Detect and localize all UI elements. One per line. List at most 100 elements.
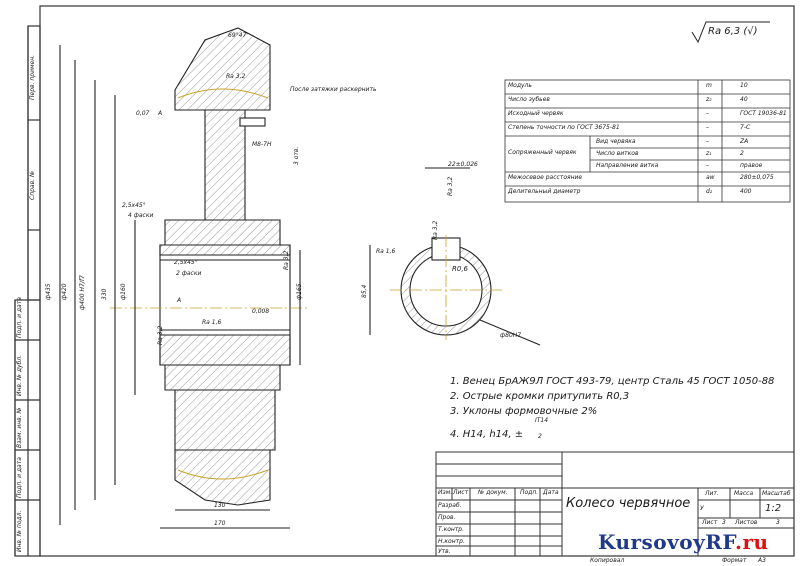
chamfer-outer: 2,5х45° [122,202,146,209]
params-row-name: Исходный червяк [508,110,564,117]
params-table-lines [504,79,791,203]
side-inv-podl: Инв. № подл. [16,510,23,552]
params-row-value: 40 [740,96,748,103]
datum-ref-top: А [158,110,163,117]
watermark-tld: .ru [735,530,769,554]
dim-130: 130 [214,502,226,509]
params-row-name: Модуль [508,82,532,89]
params-row-name: Вид червяка [596,138,636,145]
tb-col-sign: Подп. [520,489,539,496]
params-group-label: Сопряженный червяк [508,149,577,156]
params-row-name: Число витков [596,150,639,157]
flatness-value: 0,008 [252,308,270,315]
thread-holes: 3 отв. [293,146,300,165]
tb-razrab: Разраб. [438,502,462,509]
side-podp-data1: Подп. и дата [16,297,23,338]
dim-330: 330 [101,288,108,300]
chamfer-inner-count: 2 фаски [176,270,202,277]
watermark-logo[interactable]: KursovoyRF.ru [598,530,769,554]
datum-a: А [177,297,182,304]
params-row-symbol: – [706,138,709,145]
dim-diam-160: ф160 [120,283,127,300]
note-2: 2. Острые кромки притупить R0,3 [450,391,630,402]
dim-diam-400: ф400 H7/f7 [79,275,86,310]
tb-prov: Пров. [438,514,456,521]
side-vzam-inv: Взам. инв. № [16,407,23,448]
params-row-value: 10 [740,82,748,89]
params-row-value: 280±0,075 [740,174,774,181]
roughness-label: Ra 6,3 (√) [708,26,758,37]
params-row-value: правое [740,162,763,169]
tooth-roughness: Ra 3,2 [226,73,246,80]
tb-nkontr: Н.контр. [438,538,465,545]
tb-sheet-no: 3 [722,519,726,526]
watermark-brand: KursovoyRF [598,530,736,554]
tb-scale-header: Масштаб [762,490,791,497]
tb-utv: Утв. [438,548,451,555]
note-4: 4. Н14, h14, ± [450,429,524,440]
ra-hub: Ra 1,6 [202,319,222,326]
tb-tkontr: Т.контр. [438,526,465,533]
note-1: 1. Венец БрАЖ9Л ГОСТ 493-79, центр Сталь… [450,376,775,387]
tb-col-list: Лист [453,489,469,496]
params-row-name: Направление витка [596,162,659,169]
section-ra-b: Ra 3,2 [432,220,439,240]
params-row-value: 2 [740,150,744,157]
tb-format-val: А3 [758,557,766,564]
tb-lit: Лит. [705,490,719,497]
params-row-symbol: – [706,162,709,169]
tb-copied: Копировал [590,557,625,564]
tb-sheets: Листов [735,519,758,526]
angle-top: 69°47' [228,32,248,39]
tb-format: Формат [722,557,747,564]
params-row-symbol: m [706,82,712,89]
dim-diam-420: ф420 [61,283,68,300]
section-854: 85,4 [361,284,368,298]
tb-scale: 1:2 [765,503,782,514]
tb-sheets-no: 3 [776,519,780,526]
params-row-symbol: z₁ [706,150,712,157]
params-row-name: Число зубьев [508,96,550,103]
tb-col-izm: Изм. [438,489,453,496]
section-diameter: ф80H7 [500,332,522,339]
params-row-value: ZA [740,138,749,145]
params-row-symbol: d₂ [706,188,713,195]
side-perv-primen: Перв. примен. [29,54,36,100]
dim-diam-435: ф435 [45,283,52,300]
tb-col-doc: № докум. [478,489,508,496]
tb-mass: Масса [734,490,754,497]
keyway-section [369,167,541,346]
params-row-name: Делительный диаметр [508,188,581,195]
note-4-frac-bottom: 2 [538,433,542,440]
params-row-symbol: aw [706,174,715,181]
tb-stage: У [700,505,704,512]
key-width: 22±0,026 [448,161,478,168]
drawing-title: Колесо червячное [566,496,691,511]
params-row-symbol: – [706,110,709,117]
params-row-value: ГОСТ 19036-81 [740,110,787,117]
note-4-frac-top: IT14 [535,417,549,424]
dim-170: 170 [214,520,226,527]
section-ra: Ra 3,2 [447,176,454,196]
params-row-name: Степень точности по ГОСТ 3675-81 [508,124,620,131]
params-row-value: 7-С [740,124,751,131]
section-ra16: Ra 1,6 [376,248,396,255]
params-row-name: Межосевое расстояние [508,174,583,181]
side-podp-data2: Подп. и дата [16,457,23,498]
ra-32-left: Ra 3,2 [157,325,164,345]
chamfer-outer-count: 4 фаски [128,212,154,219]
runout-frame: 0,07 [136,110,150,117]
side-sprav: Справ. № [29,170,36,200]
ra-32-right: Ra 3,2 [283,250,290,270]
section-r06: R0,6 [452,265,468,273]
pinning-note: После затяжки раскернить [290,86,377,93]
side-inv-dubl: Инв. № дубл. [16,354,23,396]
params-row-symbol: – [706,124,709,131]
thread-spec: М8-7Н [252,141,272,148]
title-block-lines [435,451,795,557]
roughness-symbol [691,21,770,44]
tb-sheet: Лист [702,519,718,526]
params-row-symbol: z₂ [706,96,712,103]
params-row-value: 400 [740,188,752,195]
